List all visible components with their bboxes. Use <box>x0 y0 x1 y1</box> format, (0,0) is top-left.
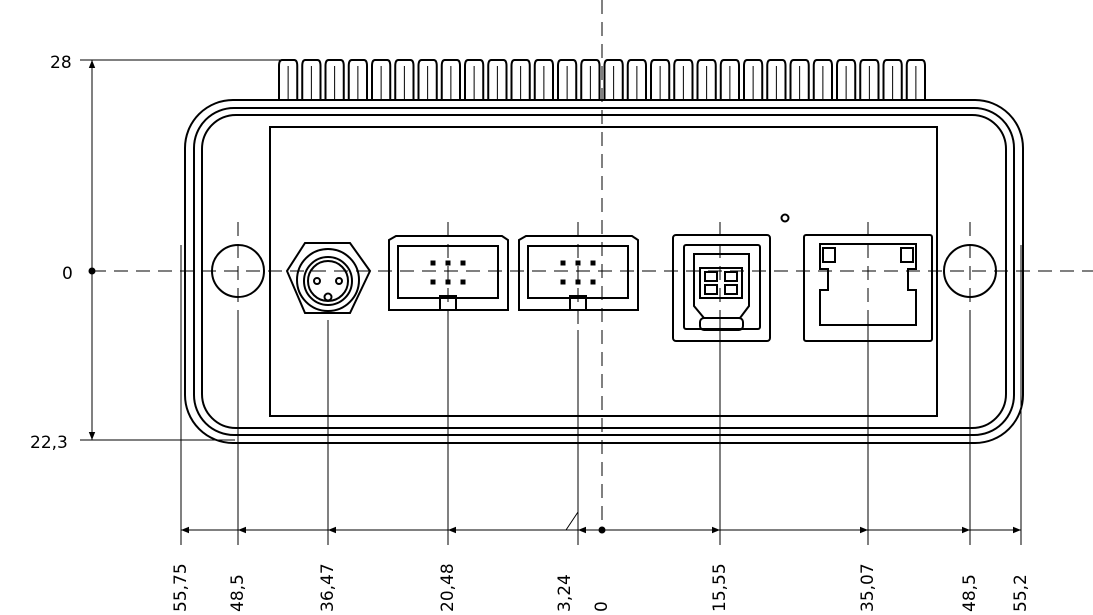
origin-dot <box>598 526 606 534</box>
heat-sink-fin <box>417 59 438 101</box>
led-indicator <box>780 213 790 223</box>
dim-label-right-mount-hole: 48,5 <box>960 574 980 612</box>
heat-sink-fin <box>812 59 833 101</box>
heat-sink-fin <box>603 59 624 101</box>
heat-sink-fin <box>557 59 578 101</box>
heat-sink-fin <box>859 59 880 101</box>
connector-pin <box>590 279 596 285</box>
center-lines <box>92 0 1093 530</box>
dim-label-ethernet-port: 35,07 <box>858 563 878 612</box>
dim-label-left-edge: 55,75 <box>171 563 191 612</box>
connector-pin <box>590 260 596 266</box>
heat-sink-fin <box>278 59 299 101</box>
dim-origin-label: 0 <box>62 264 73 284</box>
heat-sink-fin <box>301 59 322 101</box>
connector-pin <box>560 260 566 266</box>
connector-pin <box>430 260 436 266</box>
dim-label-connector-2: 3,24 <box>555 574 575 612</box>
heat-sink-fin <box>836 59 857 101</box>
leader-line <box>565 500 579 531</box>
dim-label-usb-port: 15,55 <box>710 563 730 612</box>
heat-sink-fin <box>882 59 903 101</box>
heat-sink-fin <box>789 59 810 101</box>
dim-label-power-connector: 36,47 <box>318 563 338 612</box>
connector-pin <box>460 279 466 285</box>
heat-sink-fin <box>440 59 461 101</box>
dim-label-connector-1: 20,48 <box>438 563 458 612</box>
heat-sink-fin <box>719 59 740 101</box>
dim-label-origin: 0 <box>592 601 612 612</box>
connector-pin <box>445 279 451 285</box>
connector-pin <box>575 279 581 285</box>
heat-sink-fin <box>905 59 926 101</box>
heat-sink-fin <box>347 59 368 101</box>
heat-sink-fin <box>464 59 485 101</box>
heat-sink-fin <box>533 59 554 101</box>
heat-sink-fin <box>696 59 717 101</box>
connector-pin <box>430 279 436 285</box>
connector-pin <box>460 260 466 266</box>
heat-sink-fin <box>394 59 415 101</box>
heat-sink-fin <box>673 59 694 101</box>
heat-sink-fin <box>626 59 647 101</box>
connector-pin <box>445 260 451 266</box>
heat-sink-fin <box>743 59 764 101</box>
power-connector <box>285 242 372 314</box>
connector-pin <box>560 279 566 285</box>
usb-port <box>672 234 771 342</box>
dim-top-label: 28 <box>50 53 72 73</box>
heat-sink-fin <box>371 59 392 101</box>
dim-bottom-label: 22,3 <box>30 433 68 453</box>
vertical-dimensions: 28 0 22,3 <box>30 53 280 453</box>
horizontal-dimensions: 55,75 48,5 36,47 20,48 3,24 0 15,55 35,07 48,5 55… <box>171 245 1031 612</box>
heat-sink-fin <box>324 59 345 101</box>
heat-sink-fin <box>580 59 601 101</box>
heat-sink-fin <box>510 59 531 101</box>
heat-sink-fin <box>766 59 787 101</box>
heat-sink-fins <box>278 59 926 101</box>
dim-label-left-mount-hole: 48,5 <box>228 574 248 612</box>
connector-pin <box>575 260 581 266</box>
dim-label-right-edge: 55,2 <box>1011 574 1031 612</box>
heat-sink-fin <box>487 59 508 101</box>
heat-sink-fin <box>650 59 671 101</box>
